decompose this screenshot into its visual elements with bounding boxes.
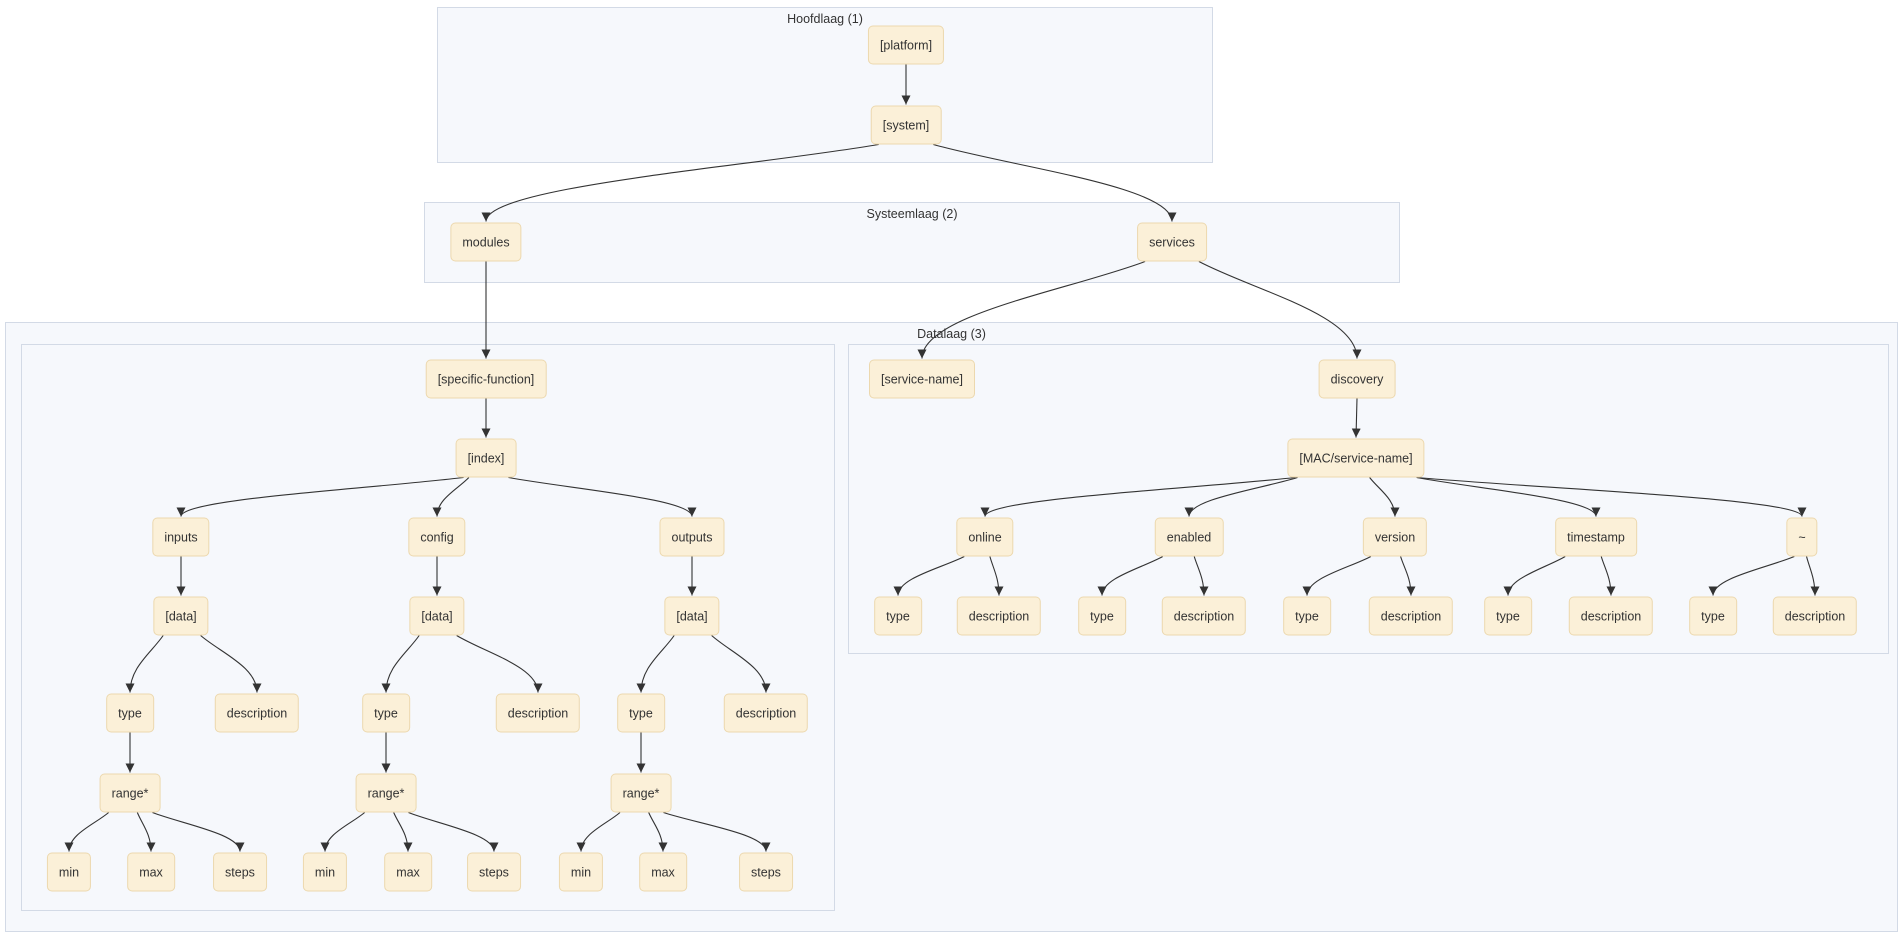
panel-title-datalaag: Datalaag (3) <box>917 327 986 341</box>
node-rdesc4: description <box>1568 596 1654 636</box>
node-inputs: inputs <box>152 517 210 557</box>
node-rdesc2: description <box>1161 596 1247 636</box>
node-desc1: description <box>214 693 300 733</box>
node-range2: range* <box>355 773 417 813</box>
node-min1: min <box>46 852 92 892</box>
node-max2: max <box>384 852 432 892</box>
node-desc3: description <box>723 693 809 733</box>
node-enabled: enabled <box>1154 517 1224 557</box>
node-tilde: ~ <box>1786 517 1818 557</box>
node-online: online <box>956 517 1014 557</box>
node-timestamp: timestamp <box>1555 517 1637 557</box>
node-desc2: description <box>495 693 581 733</box>
node-rdesc5: description <box>1772 596 1858 636</box>
node-max3: max <box>639 852 687 892</box>
node-steps1: steps <box>213 852 267 892</box>
node-version: version <box>1362 517 1428 557</box>
node-outputs: outputs <box>659 517 725 557</box>
node-type1: type <box>106 693 154 733</box>
node-rtype4: type <box>1484 596 1532 636</box>
node-range3: range* <box>610 773 672 813</box>
panel-hoofdlaag: Hoofdlaag (1) <box>437 7 1213 163</box>
node-modules: modules <box>450 222 522 262</box>
node-servicename: [service-name] <box>869 359 975 399</box>
node-rtype3: type <box>1283 596 1331 636</box>
node-type2: type <box>362 693 410 733</box>
node-rtype5: type <box>1689 596 1737 636</box>
node-services: services <box>1137 222 1207 262</box>
node-type3: type <box>617 693 665 733</box>
node-rdesc3: description <box>1368 596 1454 636</box>
node-platform: [platform] <box>867 25 945 65</box>
node-discovery: discovery <box>1318 359 1396 399</box>
node-rdesc1: description <box>956 596 1042 636</box>
node-max1: max <box>127 852 175 892</box>
node-mac: [MAC/service-name] <box>1287 438 1425 478</box>
panel-systeemlaag: Systeemlaag (2) <box>424 202 1400 283</box>
node-steps3: steps <box>739 852 793 892</box>
panel-title-hoofdlaag: Hoofdlaag (1) <box>787 12 863 26</box>
panel-title-systeemlaag: Systeemlaag (2) <box>866 207 958 221</box>
node-data1: [data] <box>153 596 209 636</box>
node-data3: [data] <box>664 596 720 636</box>
node-min3: min <box>558 852 604 892</box>
node-steps2: steps <box>467 852 521 892</box>
node-rtype2: type <box>1078 596 1126 636</box>
node-config: config <box>408 517 466 557</box>
node-rtype1: type <box>874 596 922 636</box>
node-system: [system] <box>870 105 942 145</box>
node-min2: min <box>302 852 348 892</box>
node-specfunc: [specific-function] <box>425 359 547 399</box>
node-index: [index] <box>455 438 517 478</box>
node-data2: [data] <box>409 596 465 636</box>
node-range1: range* <box>99 773 161 813</box>
